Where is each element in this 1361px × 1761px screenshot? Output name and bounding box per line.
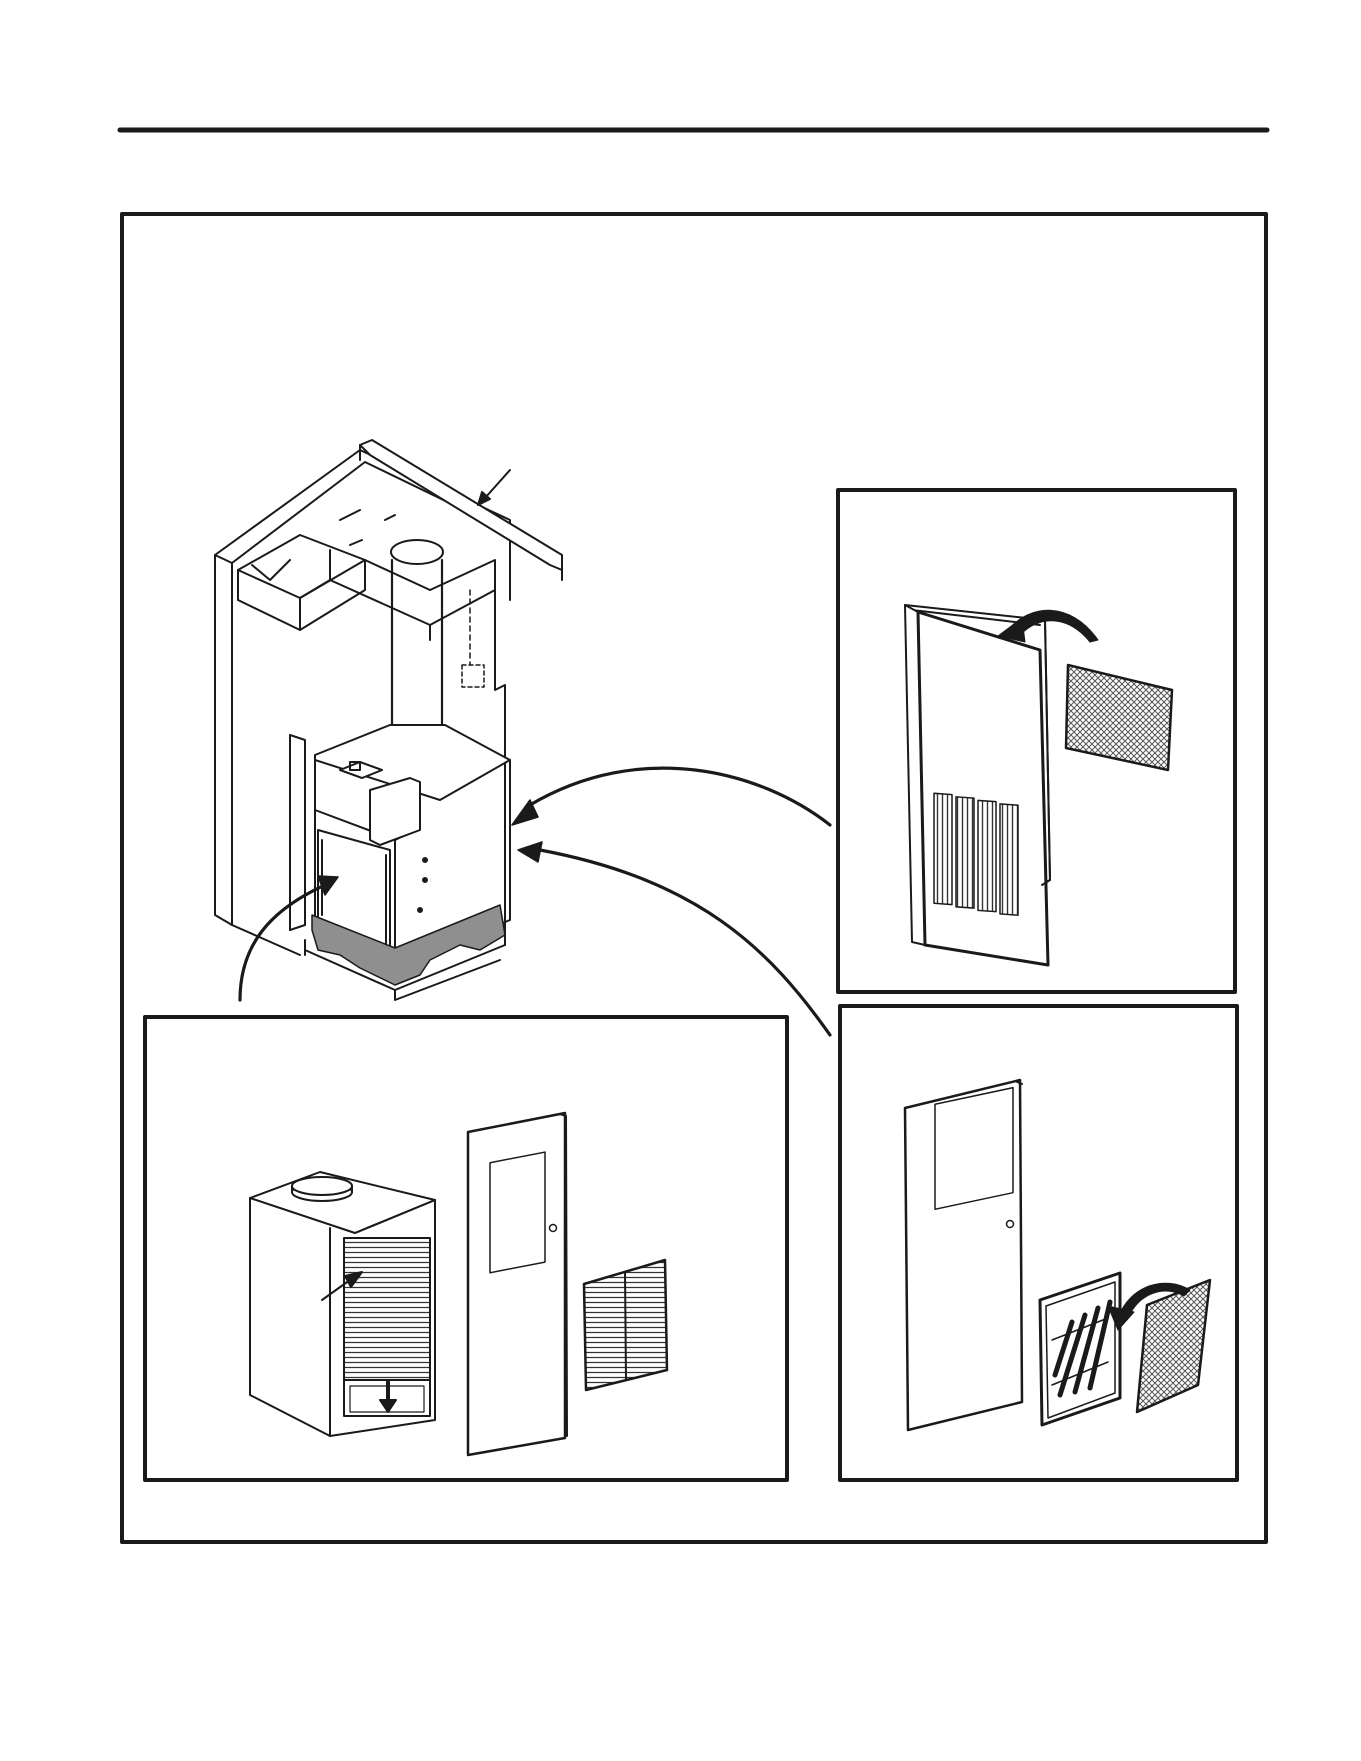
closet-installation (215, 440, 562, 1000)
door-with-return-grille-filter (905, 1080, 1210, 1430)
louvered-door-top-filter (905, 605, 1172, 965)
filter-slide-behind-access-door (250, 1113, 667, 1455)
inset-frame-bottom-left (145, 1017, 787, 1480)
inset-frame-bottom-right (840, 1006, 1237, 1480)
lift-arrow-icon (998, 610, 1098, 642)
leader-arrow-icon (478, 470, 510, 505)
